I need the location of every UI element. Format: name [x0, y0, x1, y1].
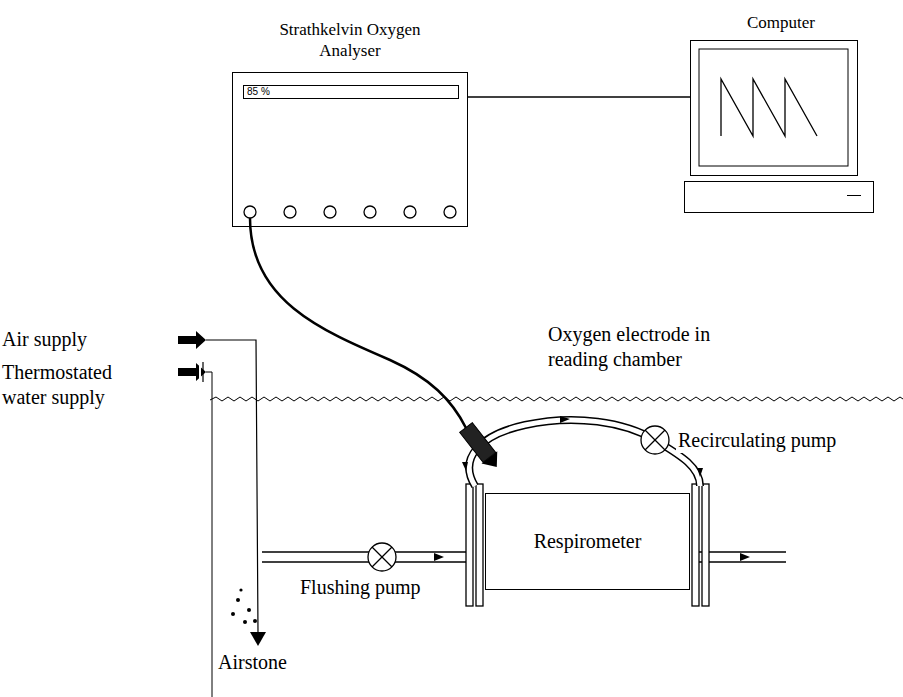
part-label: Oxygen electrode in reading chamber — [548, 322, 738, 372]
device-title: Computer — [684, 8, 878, 40]
analyser-housing: 85 % — [232, 72, 468, 227]
part-label: Flushing pump — [300, 575, 421, 600]
display-readout: 85 % — [243, 85, 459, 99]
respirometer-box: Respirometer — [485, 493, 690, 590]
flushing-pump-symbol — [368, 543, 396, 571]
part-label: Thermostated water supply — [2, 360, 127, 410]
airstone-symbol — [250, 632, 266, 646]
electrode-cable — [250, 218, 466, 428]
water-surface — [210, 397, 903, 401]
power-indicator — [847, 195, 861, 196]
water-line — [206, 372, 212, 697]
flow-arrow — [740, 553, 750, 561]
air-line — [206, 340, 258, 632]
part-label: Airstone — [218, 650, 287, 675]
air-supply-arrow — [178, 331, 206, 349]
analyser-knobs — [244, 206, 456, 218]
device-title: Strathkelvin Oxygen Analyser — [232, 8, 468, 72]
device-title: Strathkelvin Oxygen Analyser — [263, 19, 438, 61]
computer-base — [684, 181, 874, 213]
recirculating-tube — [469, 420, 700, 486]
respirometer-flanges — [466, 484, 709, 606]
signal-cable — [468, 96, 690, 97]
flow-arrow — [697, 468, 703, 477]
oxygen-electrode — [458, 421, 505, 473]
sawtooth-trace — [691, 41, 856, 174]
oxygen-analyser: Strathkelvin Oxygen Analyser 85 % — [232, 8, 468, 227]
flow-arrow — [434, 553, 444, 561]
recirculating-pump-symbol — [641, 426, 669, 454]
water-supply-arrow — [178, 362, 206, 382]
computer-monitor: Computer — [684, 8, 878, 213]
flow-arrow — [560, 416, 570, 423]
part-label: Recirculating pump — [676, 428, 838, 453]
recirculating-tube — [469, 420, 700, 486]
air-bubbles — [231, 588, 257, 624]
box-label: Respirometer — [534, 529, 642, 554]
flow-arrow — [462, 462, 468, 471]
part-label: Air supply — [2, 327, 87, 352]
monitor-screen — [690, 40, 858, 176]
